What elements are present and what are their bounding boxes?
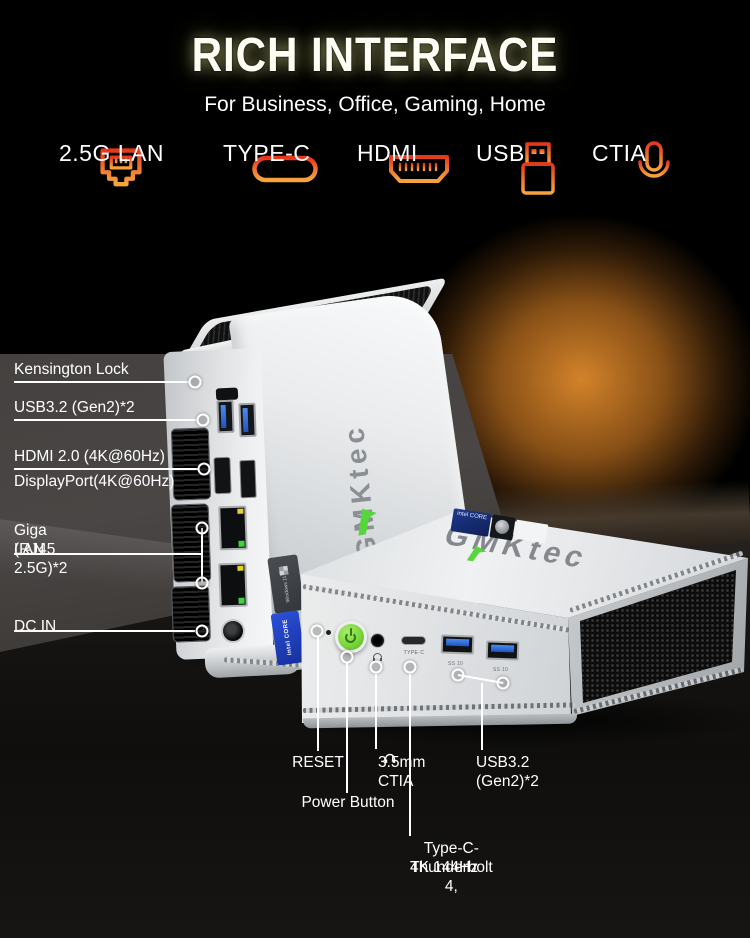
windows-sticker-text: Windows 11	[281, 575, 292, 603]
callout-marker-dc	[195, 624, 209, 638]
kensington-lock-slot	[215, 387, 239, 401]
callout-marker-rear-usb	[196, 413, 210, 427]
callout-thunderbolt-label: Type-C-Thunderbolt 4, 4K 144Hz	[330, 839, 493, 895]
usb-speed-print: SS 10	[493, 667, 509, 673]
rear-vent-slot	[170, 503, 212, 583]
callout-front-usb-line2: (Gen2)*2	[476, 773, 539, 790]
front-usb-a-port	[440, 634, 475, 655]
ethernet-led-green	[238, 540, 245, 547]
callout-rear-usb-label: USB3.2 (Gen2)*2	[14, 399, 135, 416]
callout-line	[409, 674, 411, 836]
front-usb-a-port	[485, 640, 520, 661]
ethernet-led-yellow	[237, 508, 244, 514]
callout-marker-kensington	[188, 375, 202, 389]
audio-jack-3-5mm	[370, 633, 385, 648]
callout-front-usb-label: USB3.2 (Gen2)*2	[436, 753, 539, 790]
usb-tongue	[242, 407, 249, 433]
rear-usb-a-port	[216, 399, 235, 434]
rear-usb-a-port	[238, 402, 257, 438]
callout-dc-label: DC IN	[14, 618, 57, 635]
callout-hdmi-label: HDMI 2.0 (4K@60Hz)	[14, 448, 165, 465]
callout-audio-label: 3.5mm CTIA	[338, 753, 425, 790]
usb-tongue	[220, 404, 227, 429]
usb-speed-print: SS 10	[448, 661, 464, 667]
rear-ethernet-port	[218, 505, 248, 551]
ethernet-led-green	[238, 597, 245, 604]
callout-line	[375, 674, 377, 749]
front-usb-c-port	[401, 636, 426, 645]
usb-tongue	[445, 638, 470, 647]
callout-line	[14, 468, 198, 470]
port-feature-label: HDMI	[357, 140, 418, 166]
usb-a-plug-icon	[476, 134, 600, 204]
callout-marker-lan2	[195, 576, 209, 590]
callout-marker-video	[197, 462, 211, 476]
callout-marker-audio	[369, 660, 383, 674]
callout-line	[201, 528, 203, 583]
callout-displayport-label: DisplayPort(4K@60Hz)	[14, 473, 175, 490]
badge-sticker	[489, 514, 516, 541]
rj45-port-icon	[59, 134, 183, 204]
callout-line	[14, 630, 195, 632]
port-feature-label: 2.5G LAN	[59, 140, 164, 166]
reset-pinhole	[326, 630, 331, 635]
callout-line	[14, 553, 201, 555]
callout-audio-line1: 3.5mm	[378, 754, 426, 771]
callout-marker-lan1	[195, 521, 209, 535]
microphone-icon	[592, 134, 716, 204]
power-button	[335, 621, 367, 653]
callout-marker-reset	[310, 624, 324, 638]
callout-thunderbolt-line2: 4K 144Hz	[410, 859, 479, 876]
callout-audio-line2: CTIA	[378, 773, 414, 790]
rear-displayport	[239, 459, 257, 499]
intel-sticker-text: intel CORE	[282, 618, 294, 656]
callout-thunderbolt-line1: Type-C-Thunderbolt 4,	[410, 840, 493, 895]
callout-marker-power	[340, 650, 354, 664]
power-icon	[345, 632, 356, 643]
callout-line	[14, 381, 189, 383]
typec-port-print: TYPE-C	[403, 650, 425, 656]
rear-ethernet-port	[218, 562, 248, 608]
page-subtitle: For Business, Office, Gaming, Home	[204, 93, 546, 116]
port-feature-label: TYPE-C	[223, 140, 311, 166]
usb-tongue	[490, 644, 515, 653]
callout-line	[317, 637, 319, 751]
headset-icon	[378, 753, 396, 764]
hdmi-port-icon	[357, 134, 481, 204]
rear-hdmi-port	[213, 456, 232, 495]
callout-marker-typec	[403, 660, 417, 674]
port-feature-label: USB	[476, 140, 525, 166]
callout-kensington-label: Kensington Lock	[14, 361, 129, 378]
dc-power-jack	[221, 619, 245, 643]
callout-line	[481, 683, 483, 750]
callout-lan-line2: (RJ45 2.5G)*2	[14, 541, 68, 577]
callout-front-usb-line1: USB3.2	[476, 754, 530, 771]
callout-reset-label: RESET	[292, 754, 344, 771]
callout-line	[346, 663, 348, 793]
page-title: RICH INTERFACE	[191, 29, 559, 82]
headset-print-icon	[373, 653, 382, 661]
callout-line	[14, 419, 197, 421]
ethernet-led-yellow	[237, 565, 244, 571]
callout-power-label: Power Button	[301, 794, 395, 811]
usb-c-port-icon	[223, 134, 347, 204]
port-feature-label: CTIA	[592, 140, 647, 166]
power-icon-bar	[349, 628, 353, 636]
